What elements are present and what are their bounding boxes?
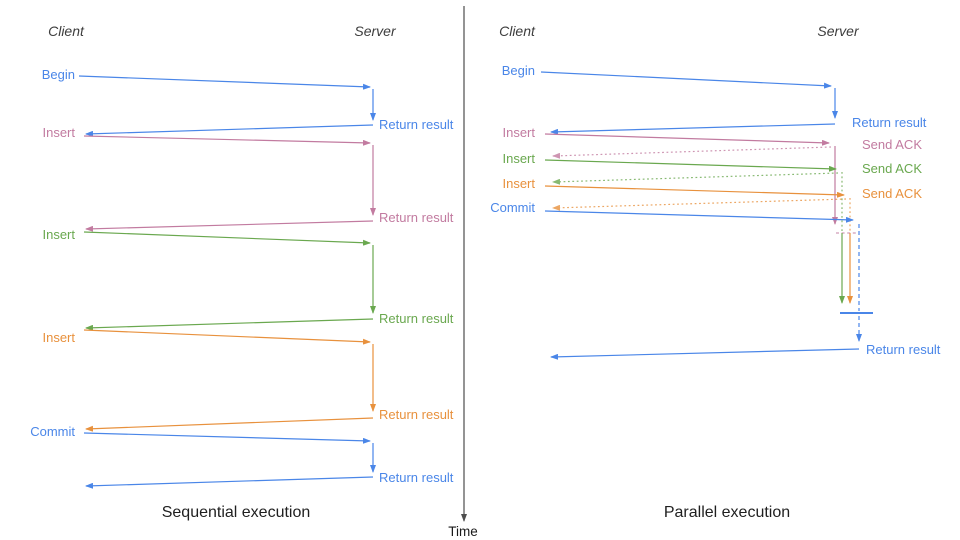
seq-begin-request-arrow [78,75,371,90]
par-insert2-request-arrow [544,159,837,172]
par-insert2-label: Insert [502,151,535,166]
seq-insert3-label: Insert [42,330,75,345]
seq-commit-return-label: Return result [379,470,454,485]
par-insert2-ack-arrow [552,172,839,185]
time-axis-label: Time [448,524,478,539]
seq-client-header: Client [48,23,85,39]
sequential-panel: Client Server Begin Return result Insert… [30,23,454,521]
par-begin-label: Begin [502,63,535,78]
par-begin-request-arrow [540,71,832,89]
par-server-header: Server [817,23,860,39]
seq-insert3-return-arrow [85,417,374,432]
par-commit-request-arrow [544,210,854,223]
par-insert3-ack-arrow [552,198,847,211]
seq-insert1-return-arrow [85,220,374,232]
par-insert3-label: Insert [502,176,535,191]
seq-insert2-request-arrow [83,231,371,246]
par-begin-return-arrow [550,123,836,135]
sequential-panel-title: Sequential execution [162,504,311,521]
par-commit-label: Commit [490,200,535,215]
seq-server-header: Server [354,23,397,39]
seq-begin-return-label: Return result [379,117,454,132]
par-insert2-ack-label: Send ACK [862,161,922,176]
seq-begin-label: Begin [42,67,75,82]
par-insert1-ack-arrow [552,146,832,159]
seq-begin-return-arrow [85,124,374,137]
seq-commit-request-arrow [83,432,371,444]
seq-insert3-return-label: Return result [379,407,454,422]
par-insert1-ack-label: Send ACK [862,137,922,152]
par-commit-return-arrow [550,348,860,360]
seq-insert1-return-label: Return result [379,210,454,225]
parallel-panel: Client Server Begin Return result Insert… [490,23,941,521]
par-insert1-request-arrow [544,133,830,146]
parallel-panel-title: Parallel execution [664,504,790,521]
par-insert1-label: Insert [502,125,535,140]
seq-insert3-request-arrow [83,329,371,345]
par-insert3-request-arrow [544,185,845,198]
seq-insert2-label: Insert [42,227,75,242]
seq-insert2-return-label: Return result [379,311,454,326]
par-insert3-ack-label: Send ACK [862,186,922,201]
par-begin-return-label: Return result [852,115,927,130]
seq-insert1-request-arrow [83,135,371,146]
seq-commit-return-arrow [85,476,374,489]
par-client-header: Client [499,23,536,39]
seq-commit-label: Commit [30,424,75,439]
seq-insert2-return-arrow [85,318,374,331]
par-commit-return-label: Return result [866,342,941,357]
seq-insert1-label: Insert [42,125,75,140]
